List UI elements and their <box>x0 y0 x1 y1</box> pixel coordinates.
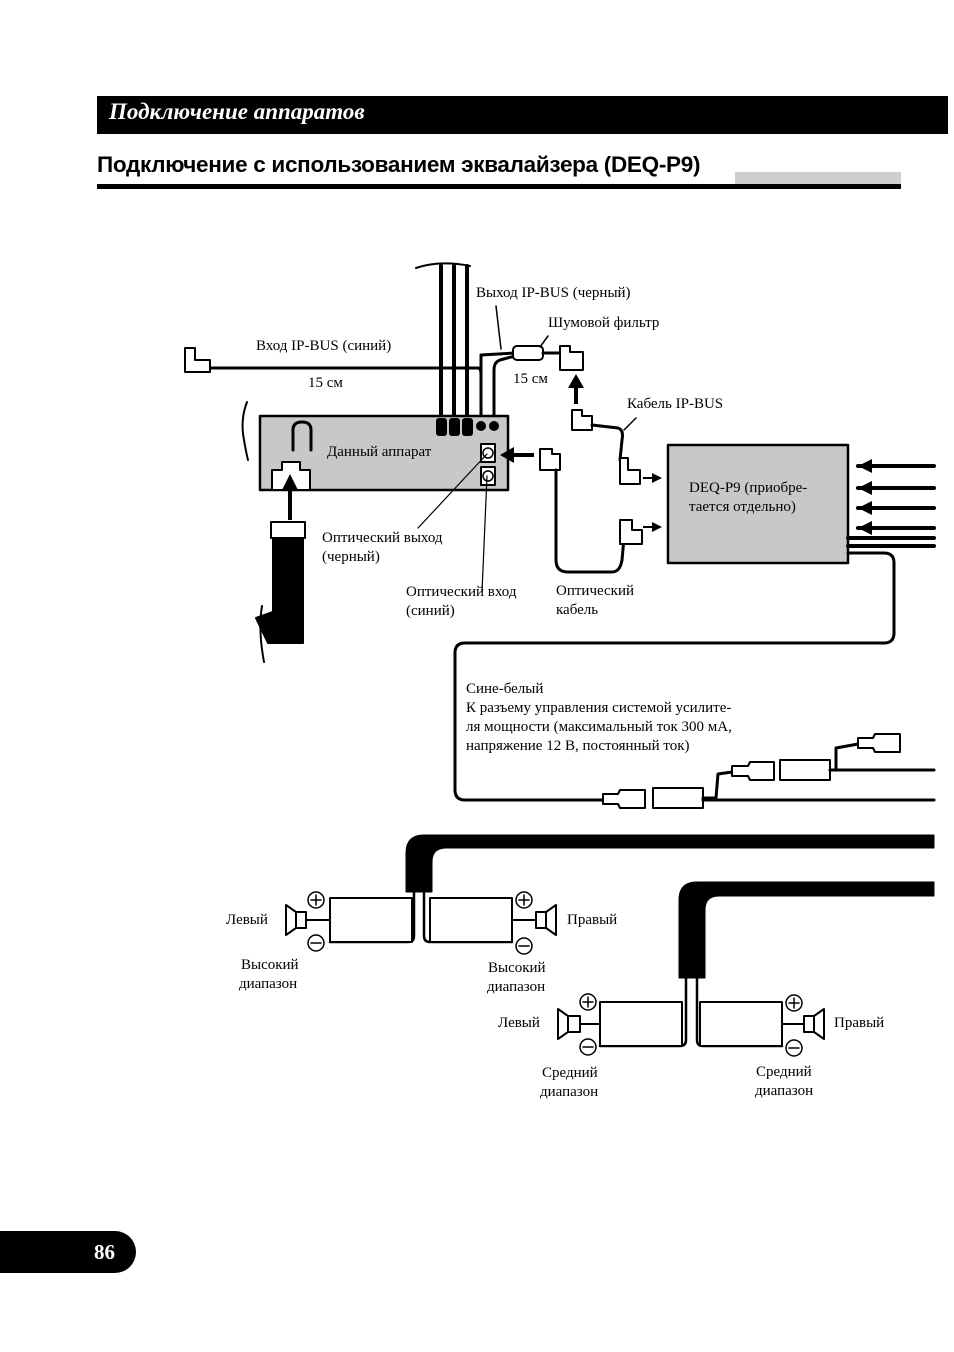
page-number: 86 <box>94 1240 115 1264</box>
label-noise-filter: Шумовой фильтр <box>548 315 660 331</box>
noise-filter-plug <box>559 345 584 371</box>
label-ipbus-in: Вход IP-BUS (синий) <box>256 338 392 354</box>
section-header-bar: Подключение аппаратов <box>97 96 948 134</box>
mid-left-crossover <box>599 1001 683 1047</box>
label-right-high: Правый <box>567 912 618 928</box>
ipbus-cable-plug <box>571 409 593 431</box>
high-right-crossover <box>429 897 513 943</box>
deq-p9-unit <box>666 443 850 565</box>
section-header-text: Подключение аппаратов <box>109 99 365 124</box>
wiring-harness-plug <box>270 521 306 539</box>
top-cable-bundle <box>439 264 469 422</box>
label-high-left-1: Высокий <box>241 957 299 973</box>
label-ipbus-cable: Кабель IP-BUS <box>627 396 724 412</box>
remote-connector-1 <box>602 789 646 809</box>
mid-right-speaker <box>803 1008 825 1040</box>
label-amp-1: К разъему управления системой усилите- <box>466 700 732 716</box>
wiring-harness <box>255 537 304 644</box>
label-mid-left-2: диапазон <box>540 1084 599 1100</box>
label-high-left-2: диапазон <box>239 976 298 992</box>
label-high-right-2: диапазон <box>487 979 546 995</box>
label-ipbus-out: Выход IP-BUS (черный) <box>476 285 631 301</box>
title-underline <box>97 184 901 189</box>
label-mid-right-1: Средний <box>756 1064 812 1080</box>
ipbus-cable-end <box>619 457 641 485</box>
label-this-unit: Данный аппарат <box>327 444 432 460</box>
high-range-cable <box>405 834 935 893</box>
label-amp-2: ля мощности (максимальный ток 300 мА, <box>466 719 732 735</box>
label-optical-cable-2: кабель <box>556 602 599 618</box>
label-blue-white: Сине-белый <box>466 681 544 697</box>
label-left-mid: Левый <box>498 1015 540 1031</box>
label-mid-right-2: диапазон <box>755 1083 814 1099</box>
label-mid-left-1: Средний <box>542 1065 598 1081</box>
label-length-left: 15 см <box>308 375 343 391</box>
label-left-high: Левый <box>226 912 268 928</box>
optical-plug-top <box>539 448 561 471</box>
label-optical-out-1: Оптический выход <box>322 530 443 546</box>
ipbus-in-plug <box>184 347 211 373</box>
label-optical-in-2: (синий) <box>406 603 455 619</box>
remote-connector-4 <box>779 759 831 781</box>
unit-wire-terminals <box>436 418 499 436</box>
remote-connector-2 <box>652 787 704 809</box>
page-number-tab: 86 <box>0 1231 136 1273</box>
title-underline-grey <box>735 172 901 184</box>
mid-range-cable <box>678 881 935 979</box>
optical-plug-bottom <box>619 519 643 545</box>
deq-input-bundle <box>856 464 936 530</box>
label-deq-line2: тается отдельно) <box>689 499 796 515</box>
high-right-speaker <box>535 904 557 936</box>
high-left-speaker <box>285 904 307 936</box>
label-optical-out-2: (черный) <box>322 549 380 565</box>
noise-filter <box>512 345 544 361</box>
high-left-crossover <box>329 897 413 943</box>
label-high-right-1: Высокий <box>488 960 546 976</box>
label-optical-in-1: Оптический вход <box>406 584 517 600</box>
label-optical-cable-1: Оптический <box>556 583 635 599</box>
remote-connector-5 <box>857 733 901 753</box>
label-amp-3: напряжение 12 В, постоянный ток) <box>466 738 690 754</box>
label-right-mid: Правый <box>834 1015 885 1031</box>
label-deq-line1: DEQ-P9 (приобре- <box>689 480 808 496</box>
mid-left-speaker <box>557 1008 581 1040</box>
mid-right-crossover <box>699 1001 783 1047</box>
page-title: Подключение с использованием эквалайзера… <box>97 152 701 177</box>
label-length-right: 15 см <box>513 371 548 387</box>
remote-connector-3 <box>731 761 775 781</box>
